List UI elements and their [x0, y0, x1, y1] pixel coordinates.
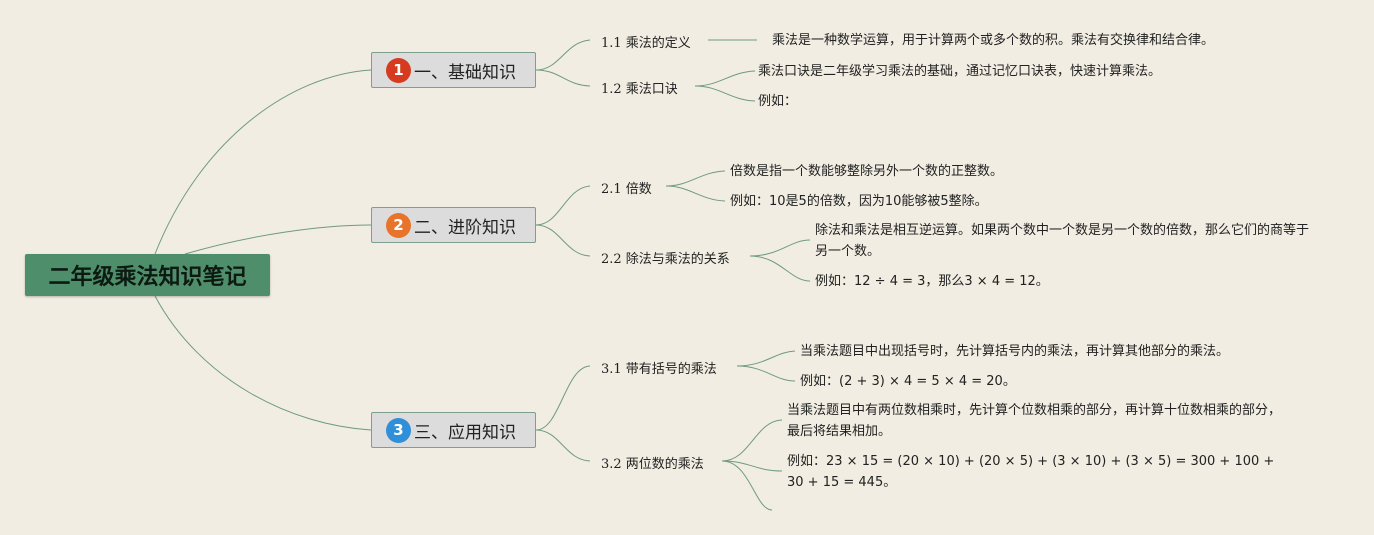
note-two-digit-example[interactable]: 例如：23 × 15 = (20 × 10) + (20 × 5) + (3 ×… — [787, 454, 1275, 490]
note-table-intro[interactable]: 乘法口诀是二年级学习乘法的基础，通过记忆口诀表，快速计算乘法。 — [758, 64, 1162, 79]
note-brackets-example[interactable]: 例如：(2 + 3) × 4 = 5 × 4 = 20。 — [800, 374, 1016, 389]
note-inverse-relation[interactable]: 除法和乘法是相互逆运算。如果两个数中一个数是另一个数的倍数，那么它们的商等于另一… — [815, 223, 1310, 259]
note-brackets-rule[interactable]: 当乘法题目中出现括号时，先计算括号内的乘法，再计算其他部分的乘法。 — [800, 344, 1230, 359]
topic-multiplication-table[interactable]: 1.2 乘法口诀 — [601, 82, 678, 97]
branch-basic-knowledge[interactable]: 1 一、基础知识 — [371, 52, 536, 88]
note-multiples-definition[interactable]: 倍数是指一个数能够整除另外一个数的正整数。 — [730, 164, 1004, 179]
root-topic[interactable]: 二年级乘法知识笔记 — [25, 254, 270, 296]
note-two-digit-rule[interactable]: 当乘法题目中有两位数相乘时，先计算个位数相乘的部分，再计算十位数相乘的部分，最后… — [787, 403, 1282, 439]
branch-applied-knowledge[interactable]: 3 三、应用知识 — [371, 412, 536, 448]
note-table-example[interactable]: 例如： — [758, 94, 798, 109]
topic-multiplication-with-brackets[interactable]: 3.1 带有括号的乘法 — [601, 362, 717, 377]
branch-advanced-knowledge[interactable]: 2 二、进阶知识 — [371, 207, 536, 243]
topic-division-multiplication-relation[interactable]: 2.2 除法与乘法的关系 — [601, 252, 730, 267]
note-inverse-example[interactable]: 例如：12 ÷ 4 = 3，那么3 × 4 = 12。 — [815, 274, 1049, 289]
note-multiples-example[interactable]: 例如：10是5的倍数，因为10能够被5整除。 — [730, 194, 988, 209]
number-badge-icon: 3 — [386, 417, 411, 443]
branch-label: 一、基础知识 — [414, 62, 516, 83]
number-badge-icon: 1 — [386, 57, 411, 83]
branch-label: 二、进阶知识 — [414, 217, 516, 238]
topic-multiplication-definition[interactable]: 1.1 乘法的定义 — [601, 36, 691, 51]
topic-two-digit-multiplication[interactable]: 3.2 两位数的乘法 — [601, 457, 704, 472]
note-definition[interactable]: 乘法是一种数学运算，用于计算两个或多个数的积。乘法有交换律和结合律。 — [772, 33, 1215, 48]
number-badge-icon: 2 — [386, 212, 411, 238]
topic-multiples[interactable]: 2.1 倍数 — [601, 182, 652, 197]
branch-label: 三、应用知识 — [414, 422, 516, 443]
